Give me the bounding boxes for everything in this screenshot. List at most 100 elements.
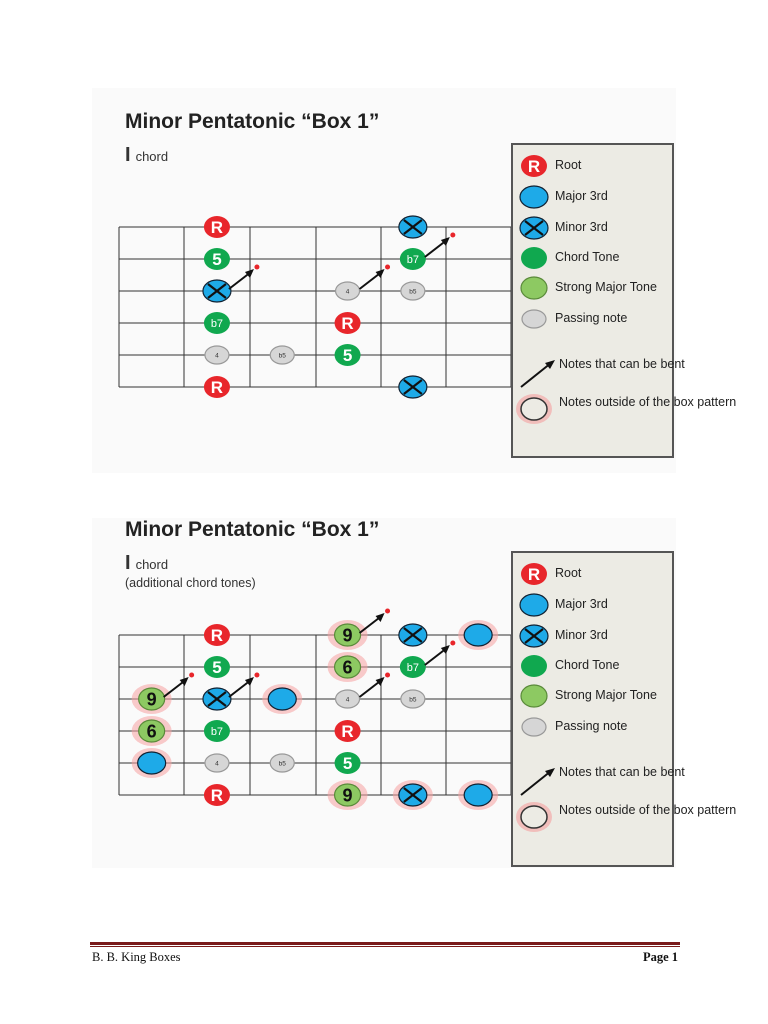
note-label: b5 [409,288,417,295]
bend-target-dot [385,672,391,678]
note-marker [203,720,230,742]
legend-item-outside: Notes outside of the box pattern [513,800,736,840]
legend-label: Major 3rd [555,189,608,203]
note-label: b5 [409,696,417,703]
note-label: b7 [211,726,223,738]
note-marker [204,753,230,773]
note-marker [204,345,230,365]
note-chord: 5 [203,248,230,270]
legend-swatch-chord [521,247,547,269]
bend-arrow [358,271,383,290]
note-marker [334,312,361,334]
note-chord [521,247,547,269]
note-marker [400,281,426,301]
legend-item-chord: Chord Tone [513,651,673,681]
note-marker [463,623,493,647]
note-marker [520,684,548,708]
legend-item-minor3: Minor 3rd [513,213,673,243]
note-marker [400,689,426,709]
legend-item-bend: Notes that can be bent [513,353,685,393]
note-label: b5 [279,352,287,359]
legend-item-passing: Passing note [513,712,673,742]
note-passing [521,309,547,329]
note-minor3 [398,375,428,399]
legend-item-minor3: Minor 3rd [513,621,673,651]
note-label: 5 [212,658,221,677]
note-marker [521,655,547,677]
note-minor3 [519,216,549,240]
note-label: 4 [346,288,350,295]
legend-swatch-major3 [519,593,549,617]
footer-rule-thin [90,946,680,947]
note-root: R [521,155,547,177]
legend-item-bend: Notes that can be bent [513,761,685,801]
bend-target-dot [254,672,260,678]
bend-arrow-icon [520,768,555,796]
legend-label: Strong Major Tone [555,688,657,702]
note-marker [521,717,547,737]
note-passing: b5 [269,345,295,365]
note-passing: b5 [400,281,426,301]
legend-label: Strong Major Tone [555,280,657,294]
legend-label: Root [555,158,582,172]
legend-label: Minor 3rd [555,220,608,234]
legend-swatch-chord [521,655,547,677]
note-strong [520,684,548,708]
note-major3 [262,684,303,714]
subtitle-text: chord [135,149,169,164]
note-marker [334,752,361,774]
note-passing: b5 [269,753,295,773]
legend-item-chord: Chord Tone [513,243,673,273]
note-marker [463,783,493,807]
note-marker [521,563,547,585]
legend-label: Chord Tone [555,250,620,264]
note-root: R [203,624,230,646]
subtitle-numeral: I [125,552,131,574]
note-label: b7 [211,318,223,330]
legend-swatch-major3 [519,185,549,209]
note-marker [521,155,547,177]
fretboard [118,226,512,388]
note-passing: 4 [204,753,230,773]
x-mark [403,787,423,803]
legend-item-passing: Passing note [513,304,673,334]
note-passing [521,717,547,737]
note-marker [269,753,295,773]
bend-target-dot [385,608,391,614]
note-strong: 6 [327,652,368,682]
note-label: R [341,722,353,741]
subtitle-text: chord [135,557,169,572]
legend-swatch-passing [521,309,547,329]
note-marker [203,216,230,238]
note-chord: b7 [203,720,230,742]
note-marker [203,312,230,334]
note-label: 5 [343,754,352,773]
note-strong: 9 [131,672,195,714]
note-label: 6 [147,721,157,741]
note-minor3 [519,624,549,648]
note-label: R [528,565,540,584]
legend-swatch-passing [521,717,547,737]
note-major3 [519,185,549,209]
bend-arrow-icon [520,360,555,388]
outside-note-icon [516,802,552,832]
bend-target-dot [450,232,456,238]
note-marker [203,784,230,806]
note-marker [138,719,166,743]
note-marker [521,309,547,329]
legend-item-strong: Strong Major Tone [513,681,673,711]
x-mark [207,691,227,707]
note-label: 4 [346,696,350,703]
bend-arrowhead [440,237,450,246]
note-chord: b7 [399,640,456,678]
note-passing: 4 [334,264,391,301]
legend-swatch-minor3 [519,216,549,240]
bend-arrow [228,679,252,698]
note-label: R [341,314,353,333]
footer-page-number: Page 1 [642,950,678,964]
